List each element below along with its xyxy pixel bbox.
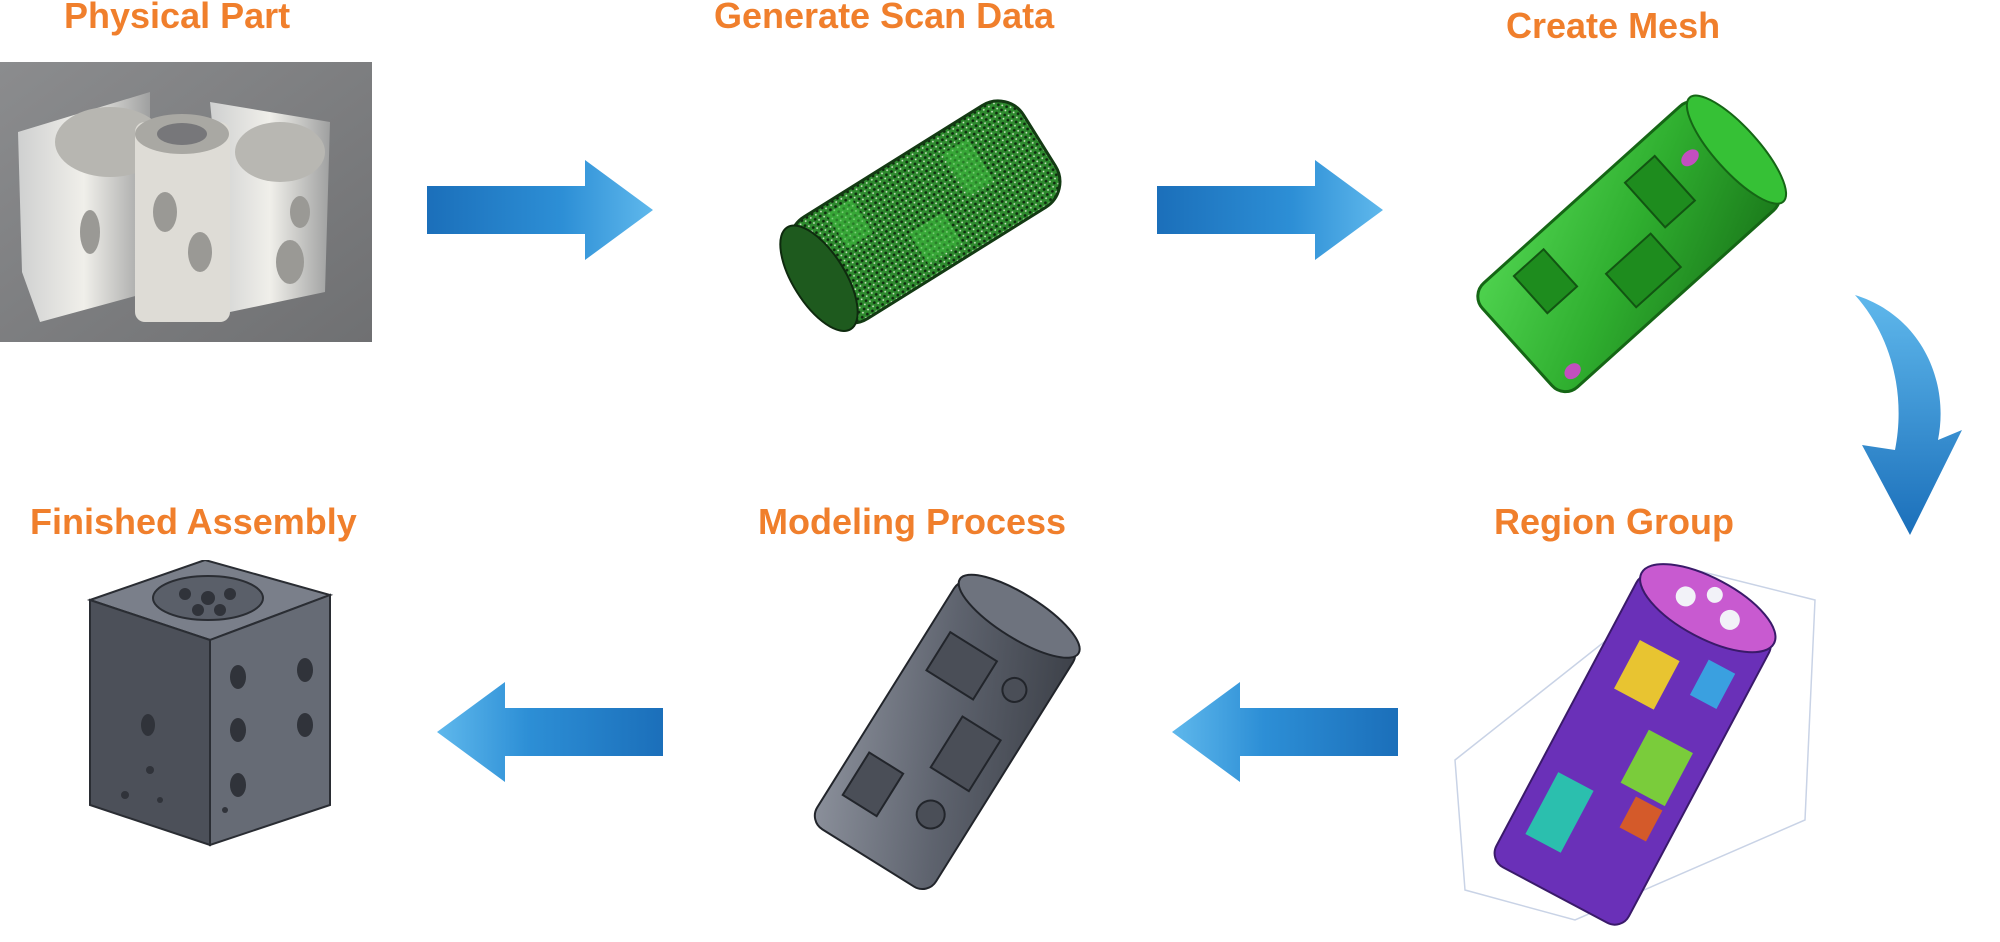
- title-create-mesh: Create Mesh: [1506, 5, 1721, 46]
- title-physical-part: Physical Part: [64, 0, 291, 36]
- title-generate-scan-data: Generate Scan Data: [714, 0, 1055, 36]
- modeling-process-image: [780, 565, 1110, 905]
- right-arrow-icon: [425, 158, 655, 262]
- right-arrow-icon: [1155, 158, 1385, 262]
- physical-part-photo: [0, 62, 372, 342]
- finished-assembly-image: [80, 560, 340, 850]
- title-modeling-process: Modeling Process: [758, 501, 1067, 542]
- region-group-image: [1445, 560, 1825, 930]
- scan-data-image: [760, 62, 1090, 362]
- left-arrow-icon: [435, 680, 665, 784]
- left-arrow-icon: [1170, 680, 1400, 784]
- curved-down-arrow-icon: [1850, 290, 1980, 540]
- title-region-group: Region Group: [1494, 501, 1734, 542]
- title-finished-assembly: Finished Assembly: [30, 501, 357, 542]
- mesh-model-image: [1455, 75, 1795, 425]
